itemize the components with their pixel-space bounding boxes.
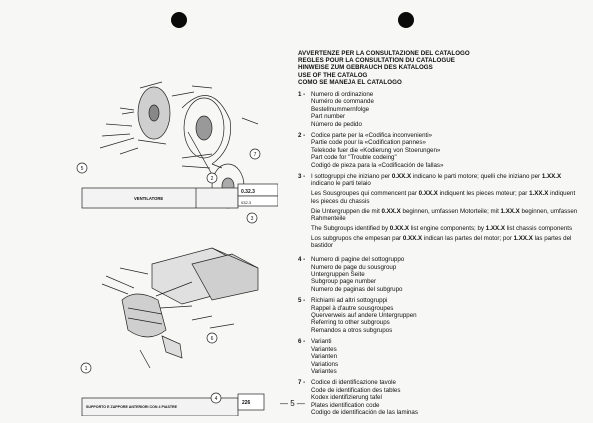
- item-line: Richiami ad altri sottogruppi: [311, 297, 388, 305]
- callout-label: 2: [211, 176, 214, 182]
- item-line: Referring to other subgroups: [311, 319, 390, 327]
- callout-label: 7: [254, 152, 257, 158]
- sample-catalog-illustration: 5 2 3 7 4 6 1 VENTILATORE 0.32.3 032.3 S…: [76, 81, 278, 416]
- binder-hole-left: [171, 12, 187, 28]
- item-line: Varianti: [311, 338, 332, 346]
- top-table-title: VENTILATORE: [134, 196, 163, 201]
- callout-label: 1: [85, 366, 88, 372]
- item-line: Querverweis auf andere Untergruppen: [311, 312, 417, 320]
- legend-item-1: 1 - Numero di ordinazione Numéro de comm…: [298, 91, 580, 128]
- header-title: HINWEISE ZUM GEBRAUCH DES KATALOGS: [298, 64, 433, 72]
- item-line: Plates identification code: [311, 401, 380, 409]
- item-line: Code de identification des tables: [311, 386, 401, 394]
- item-line: Untergruppen Seite: [311, 271, 365, 279]
- item-line: Numero di pagine del sottogruppo: [311, 256, 405, 264]
- item-line: Part number: [311, 113, 346, 121]
- item-line: Telekode fuer die «Kodierung von Stoerun…: [311, 146, 441, 154]
- callout-circle: [249, 148, 261, 160]
- item-line: Numéro de commande: [311, 98, 374, 106]
- item-line: Variantes: [311, 345, 337, 353]
- legend-item-3: 3 - I sottogruppi che iniziano per 0.XX.…: [298, 173, 580, 252]
- item-line: Codigó de pieza para la «Codificación de…: [311, 161, 444, 169]
- top-table-page: 0.32.3: [241, 189, 255, 195]
- legend-item-6: 6 - Varianti Variantes Varianten Variati…: [298, 338, 580, 375]
- callout-label: 3: [251, 216, 254, 222]
- item-paragraph: Los subgrupos che empesan par 0.XX.X ind…: [311, 234, 572, 250]
- item-line: Codice di identificazione tavole: [311, 379, 396, 387]
- item-paragraph: Die Untergruppen die mit 0.XX.X beginnen…: [311, 207, 578, 223]
- item-line: Codice parte per la «Codifica inconvenie…: [311, 132, 433, 140]
- item-number: 3 -: [298, 173, 306, 181]
- item-paragraph: I sottogruppi che iniziano per 0.XX.X in…: [311, 173, 562, 188]
- header-title: AVVERTENZE PER LA CONSULTAZIONE DEL CATA…: [298, 50, 470, 57]
- item-line: Rappel à d'autre sousgroupes: [311, 304, 394, 312]
- item-line: Part code for "Trouble codeing": [311, 154, 397, 162]
- binder-hole-right: [398, 12, 414, 28]
- item-paragraph: The Subgroups identified by 0.XX.X list …: [311, 225, 573, 233]
- item-number: 6 -: [298, 338, 306, 346]
- header-title: REGLES POUR LA CONSULTATION DU CATALOGUE: [298, 57, 455, 65]
- item-paragraph: Les Sousgroupes qui commencent par 0.XX.…: [311, 190, 576, 205]
- item-number: 1 -: [298, 91, 306, 99]
- item-line: Variantes: [311, 367, 337, 375]
- item-line: Número de pedido: [311, 120, 362, 128]
- item-line: Varianten: [311, 353, 338, 361]
- item-number: 7 -: [298, 379, 306, 387]
- item-line: Variations: [311, 360, 339, 368]
- header-title: USE OF THE CATALOG: [298, 71, 368, 79]
- header-title: COMO SE MANEJA EL CATALOGO: [298, 78, 402, 86]
- item-line: Codigo de identificación de las laminas: [311, 408, 418, 416]
- bottom-table-page: 226: [242, 400, 251, 406]
- legend-item-7: 7 - Codice di identificazione tavole Cod…: [298, 379, 580, 416]
- legend-item-2: 2 - Codice parte per la «Codifica inconv…: [298, 132, 580, 169]
- callout-circle: [210, 392, 222, 404]
- item-number: 5 -: [298, 297, 306, 305]
- callout-circle: [76, 162, 88, 174]
- item-line: Bestellnummernfolge: [311, 105, 370, 113]
- top-table-ref: 032.3: [241, 200, 252, 205]
- callout-circle: [80, 362, 92, 374]
- item-line: Kodex identifizierung tafel: [311, 394, 382, 402]
- item-line: Numero de paginas del subgrupo: [311, 285, 403, 293]
- callout-label: 4: [215, 396, 218, 402]
- callout-label: 6: [211, 336, 214, 342]
- legend-item-5: 5 - Richiami ad altri sottogruppi Rappel…: [298, 297, 580, 334]
- callout-circle: [206, 332, 218, 344]
- item-line: Partie code pour la «Codification pannes…: [311, 139, 426, 147]
- item-number: 2 -: [298, 132, 306, 140]
- item-line: Numero di ordinazione: [311, 91, 374, 99]
- instructions-column: AVVERTENZE PER LA CONSULTAZIONE DEL CATA…: [298, 50, 580, 416]
- item-line: Subgroup page number: [311, 278, 377, 286]
- item-number: 4 -: [298, 256, 306, 264]
- legend-item-4: 4 - Numero di pagine del sottogruppo Num…: [298, 256, 580, 293]
- item-line: Remandos a otros subgrupos: [311, 326, 393, 334]
- page-number: — 5 —: [280, 399, 305, 408]
- bottom-table-title: SUPPORTO E ZAPPORE ANTERIORI CON 4 PIAST…: [86, 405, 178, 409]
- callout-circle: [206, 172, 218, 184]
- item-line: Numero de page du sousgroup: [311, 263, 397, 271]
- callout-circle: [246, 212, 258, 224]
- callout-label: 5: [81, 166, 84, 172]
